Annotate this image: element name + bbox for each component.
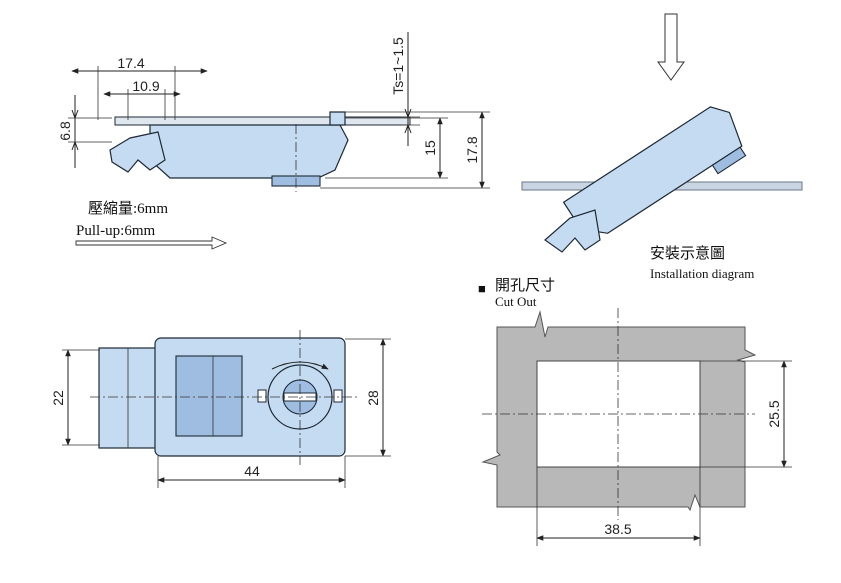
dim-thickness: Ts=1~1.5 (390, 37, 406, 95)
dim-38-5: 38.5 (604, 521, 631, 537)
dim-17-4: 17.4 (117, 55, 144, 71)
cutout-opening (536, 360, 701, 468)
dim-44: 44 (244, 463, 260, 479)
pullup-arrow-icon (75, 236, 228, 250)
cutout-label-en: Cut Out (495, 294, 537, 309)
cutout-marker-icon: ■ (478, 281, 486, 296)
dim-22: 22 (50, 390, 66, 406)
lock-icon (333, 389, 343, 403)
spring-claw (109, 131, 166, 173)
front-handle-window (175, 355, 243, 437)
latch-body (149, 124, 349, 179)
side-view: 17.4 10.9 6.8 Ts=1~1.5 15 17.8 壓縮量:6mm P… (57, 32, 490, 250)
insert-arrow-icon (657, 13, 685, 81)
installation-label-zh: 安裝示意圖 (650, 244, 725, 262)
installation-label-en: Installation diagram (650, 266, 754, 281)
compression-label: 壓縮量:6mm (88, 200, 168, 217)
dim-15: 15 (422, 140, 438, 156)
latch-flange (329, 111, 346, 126)
cutout-label-zh: 開孔尺寸 (495, 277, 555, 294)
unlock-icon (257, 389, 267, 403)
dim-10-9: 10.9 (132, 78, 159, 94)
install-spring-claw (544, 209, 601, 253)
installation-diagram: 安裝示意圖 Installation diagram (521, 13, 803, 281)
dim-28: 28 (365, 390, 381, 406)
front-claw-block (98, 347, 160, 449)
dim-6-8: 6.8 (57, 121, 73, 141)
dim-17-8: 17.8 (464, 136, 480, 163)
install-latch-screw (711, 146, 747, 175)
cutout-view: ■ 開孔尺寸 Cut Out 25.5 38.5 (478, 277, 792, 546)
pullup-label: Pull-up:6mm (76, 223, 156, 239)
dim-25-5: 25.5 (766, 400, 782, 427)
front-view: 22 28 44 (50, 330, 391, 488)
